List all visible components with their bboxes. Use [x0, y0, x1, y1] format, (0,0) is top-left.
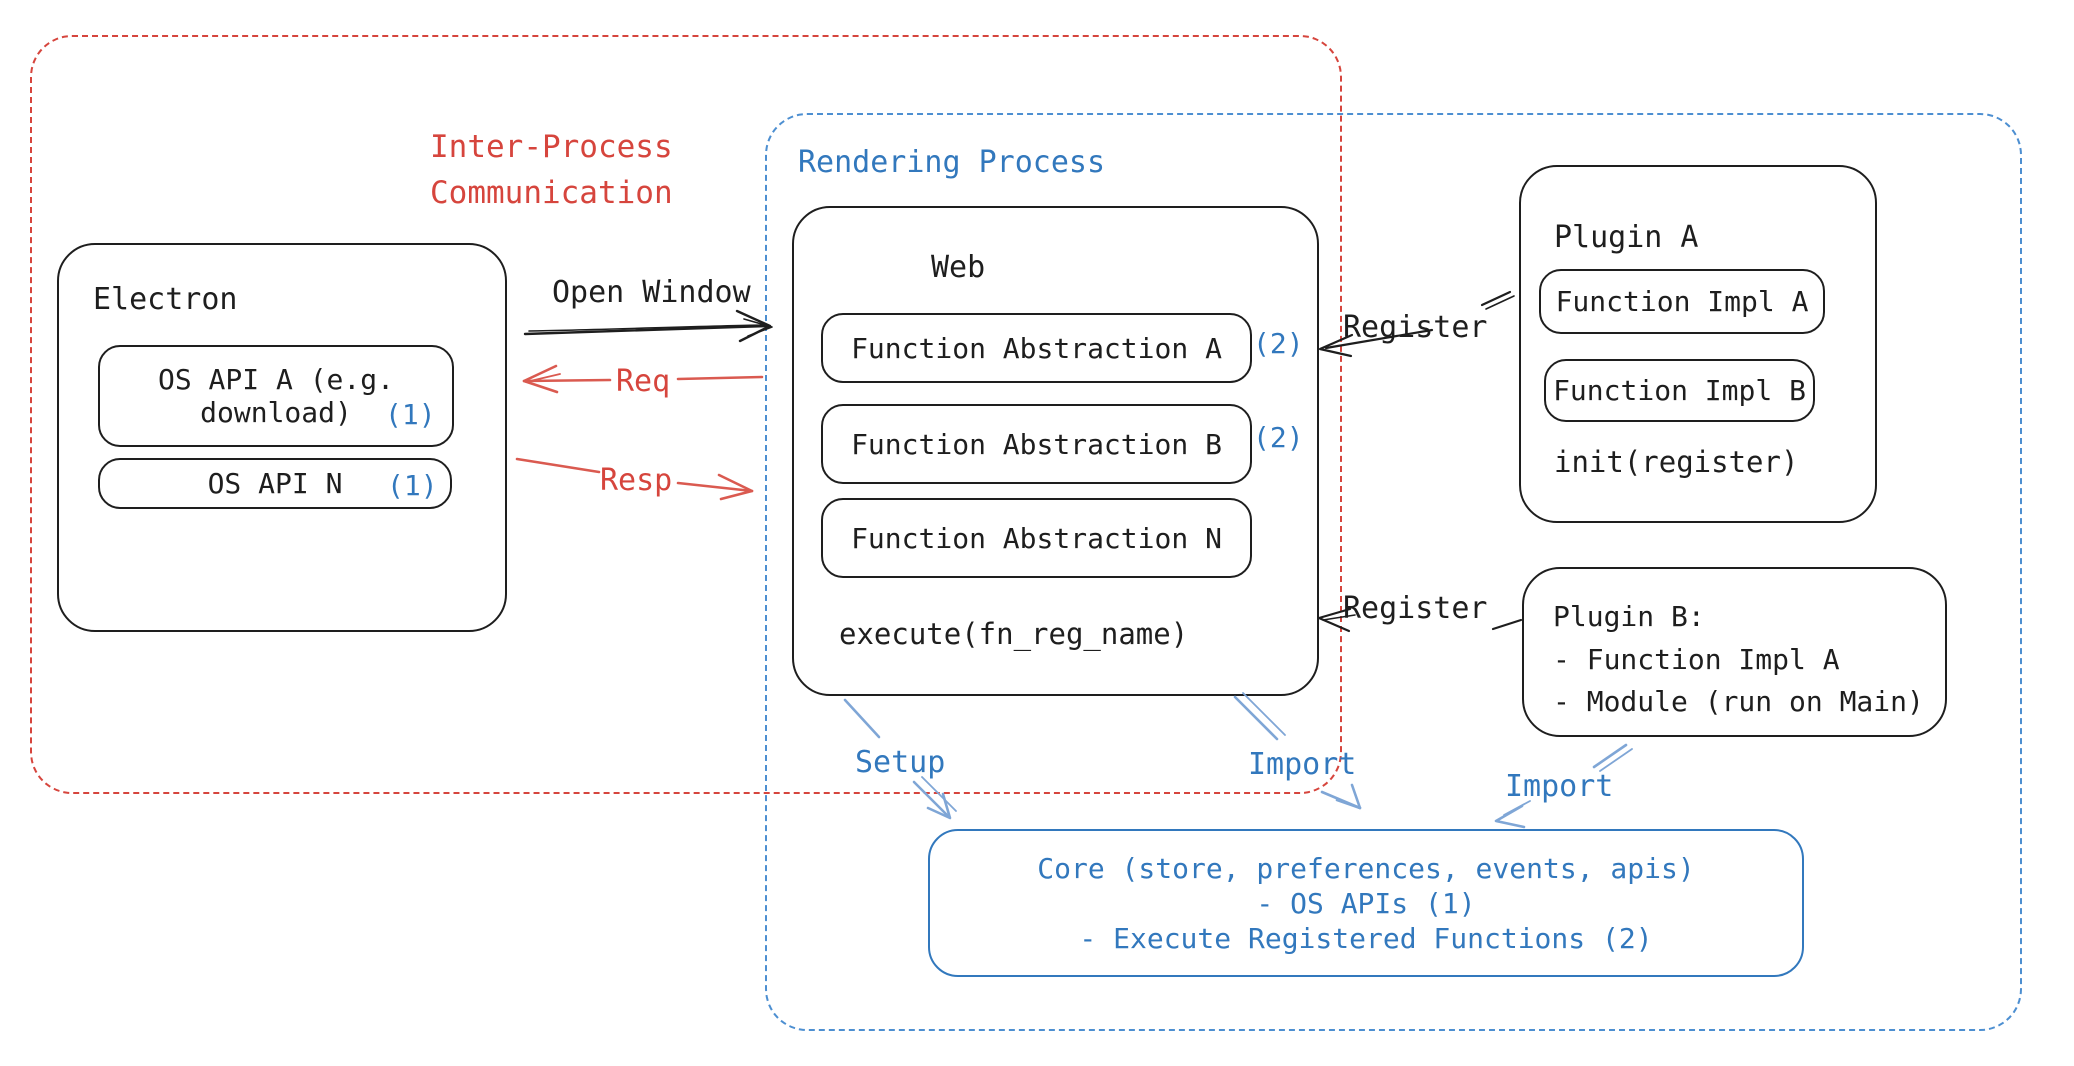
function-abstraction-n-label: Function Abstraction N: [851, 521, 1222, 555]
ipc-group-label: Inter-Process Communication: [430, 129, 673, 211]
init-register-label: init(register): [1554, 445, 1799, 479]
function-impl-b-label: Function Impl B: [1553, 374, 1806, 407]
import-right-label: Import: [1505, 769, 1614, 804]
rendering-group-label: Rendering Process: [798, 145, 1106, 180]
function-abstraction-b-box: Function Abstraction B: [821, 404, 1252, 484]
os-api-a-badge: (1): [385, 398, 436, 431]
resp-label: Resp: [600, 463, 673, 498]
function-abstraction-a-label: Function Abstraction A: [851, 331, 1222, 365]
os-api-n-box: OS API N: [98, 458, 452, 509]
open-window-label: Open Window: [552, 275, 751, 310]
function-impl-a-box: Function Impl A: [1539, 269, 1825, 334]
execute-label: execute(fn_reg_name): [839, 617, 1189, 651]
plugin-b-line-1: - Function Impl A: [1553, 643, 1840, 676]
import-mid-label: Import: [1248, 747, 1357, 782]
core-lines: Core (store, preferences, events, apis) …: [1037, 851, 1695, 955]
web-title: Web: [931, 250, 986, 285]
plugin-a-box: [1519, 165, 1877, 523]
function-abstraction-b-label: Function Abstraction B: [851, 427, 1222, 461]
rendering-group-box: [765, 113, 2022, 1031]
os-api-a-box: OS API A (e.g. download): [98, 345, 454, 447]
function-impl-b-box: Function Impl B: [1544, 359, 1815, 422]
register-top-label: Register: [1343, 310, 1488, 345]
register-bottom-label: Register: [1343, 591, 1488, 626]
function-abstraction-b-badge: (2): [1253, 421, 1304, 454]
function-abstraction-a-badge: (2): [1253, 327, 1304, 360]
os-api-n-label: OS API N: [207, 467, 343, 500]
plugin-b-line-2: - Module (run on Main): [1553, 685, 1924, 718]
function-abstraction-a-box: Function Abstraction A: [821, 313, 1252, 383]
plugin-b-title: Plugin B:: [1553, 600, 1705, 633]
plugin-a-title: Plugin A: [1554, 220, 1699, 255]
os-api-n-badge: (1): [387, 469, 438, 502]
electron-title: Electron: [93, 282, 238, 317]
core-box: Core (store, preferences, events, apis) …: [928, 829, 1804, 977]
os-api-a-line1: OS API A (e.g.: [157, 363, 394, 396]
function-impl-a-label: Function Impl A: [1555, 285, 1809, 318]
setup-label: Setup: [855, 745, 946, 780]
req-label: Req: [616, 364, 671, 399]
plugin-b-box: [1522, 567, 1947, 737]
ipc-group-box: [30, 35, 1342, 794]
os-api-a-line2: download): [200, 396, 352, 429]
function-abstraction-n-box: Function Abstraction N: [821, 498, 1252, 578]
